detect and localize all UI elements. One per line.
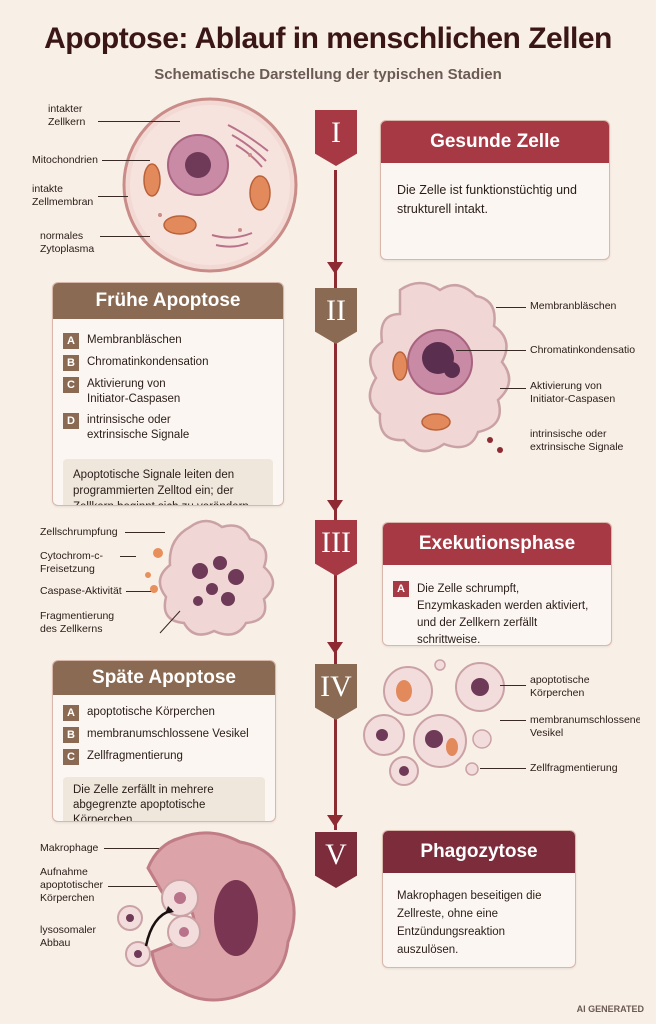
leader-line	[100, 236, 150, 237]
item-text: intrinsische oder extrinsische Signale	[87, 413, 207, 443]
card-text: Die Zelle ist funktionstüchtig und struk…	[381, 163, 609, 237]
list-item: C Zellfragmentierung	[63, 749, 265, 765]
leader-line	[496, 307, 526, 308]
leader-line	[120, 556, 136, 557]
card-title: Exekutionsphase	[383, 523, 611, 565]
leader-line	[98, 121, 180, 122]
leader-line	[500, 388, 526, 389]
leader-line	[500, 685, 526, 686]
ai-generated-watermark: AI GENERATED	[577, 1004, 644, 1014]
label-blebs: Membranbläschen	[530, 300, 630, 313]
label-caspases: Aktivierung von Initiator-Caspasen	[530, 380, 630, 406]
item-text: Chromatinkondensation	[87, 355, 208, 370]
leader-line	[500, 720, 526, 721]
label-chromatin: Chromatinkondensatio	[530, 344, 635, 357]
arrow-icon	[327, 262, 343, 274]
list-item: A Membranbläschen	[63, 333, 273, 349]
card-early-apoptosis: Frühe Apoptose A Membranbläschen B Chromat…	[52, 282, 284, 506]
stage-badge-4: IV	[315, 664, 357, 720]
card-text: Makrophagen beseitigen die Zellreste, oh…	[383, 873, 575, 968]
healthy-cell-illustration	[120, 95, 300, 275]
item-letter: B	[63, 727, 79, 743]
card-title: Frühe Apoptose	[53, 283, 283, 319]
item-text: Zellfragmentierung	[87, 749, 183, 764]
label-mitochondria: Mitochondrien	[32, 154, 112, 167]
stage-badge-3: III	[315, 520, 357, 576]
list-item: C Aktivierung von Initiator-Caspasen	[63, 377, 273, 407]
list-item: B Chromatinkondensation	[63, 355, 273, 371]
label-intact-nucleus: intakter Zellkern	[48, 103, 118, 129]
item-letter: A	[63, 705, 79, 721]
card-execution-phase: Exekutionsphase A Die Zelle schrumpft, En…	[382, 522, 612, 646]
leader-line	[98, 196, 128, 197]
label-intact-membrane: intakte Zellmembran	[32, 183, 94, 209]
stage-badge-2: II	[315, 288, 357, 344]
label-caspase-activity: Caspase-Aktivität	[40, 585, 140, 598]
item-letter: C	[63, 749, 79, 765]
item-letter: A	[63, 333, 79, 349]
stage-badge-1: I	[315, 110, 357, 166]
item-letter: C	[63, 377, 79, 393]
item-text: Membranbläschen	[87, 333, 182, 348]
label-signals: intrinsische oder extrinsische Signale	[530, 428, 630, 454]
label-fragmentation: Zellfragmentierung	[530, 762, 630, 775]
early-apoptosis-illustration	[360, 270, 520, 470]
leader-line	[480, 768, 526, 769]
item-letter: B	[63, 355, 79, 371]
stage-badge-5: V	[315, 832, 357, 888]
leader-line	[102, 160, 150, 161]
item-text: apoptotische Körperchen	[87, 705, 215, 720]
macrophage-illustration	[110, 828, 300, 1008]
card-note: Die Zelle zerfällt in mehrere abgegrenzt…	[63, 777, 265, 822]
arrow-icon	[327, 815, 343, 827]
label-cytoplasm: normales Zytoplasma	[40, 230, 110, 256]
card-title: Phagozytose	[383, 831, 575, 873]
label-cytochrome: Cytochrom-c-Freisetzung	[40, 550, 130, 576]
label-vesicles: membranumschlossene Vesikel	[530, 714, 640, 740]
item-text: membranumschlossene Vesikel	[87, 727, 249, 742]
arrow-icon	[327, 642, 343, 654]
item-text: Aktivierung von Initiator-Caspasen	[87, 377, 207, 407]
card-phagocytosis: Phagozytose Makrophagen beseitigen die Z…	[382, 830, 576, 968]
page-subtitle: Schematische Darstellung der typischen S…	[0, 66, 656, 83]
card-healthy-cell: Gesunde Zelle Die Zelle ist funktionstüc…	[380, 120, 610, 260]
label-apoptotic-bodies: apoptotische Körperchen	[530, 674, 630, 700]
list-item: A Die Zelle schrumpft, Enzymkaskaden werd…	[393, 581, 601, 646]
item-letter: D	[63, 413, 79, 429]
label-nuclear-fragmentation: Fragmentierung des Zellkerns	[40, 610, 130, 636]
item-text: Die Zelle schrumpft, Enzymkaskaden werde…	[417, 581, 601, 646]
card-title: Späte Apoptose	[53, 661, 275, 695]
page-title: Apoptose: Ablauf in menschlichen Zellen	[0, 22, 656, 56]
leader-line	[456, 350, 526, 351]
card-note: Apoptotische Signale leiten den programm…	[63, 459, 273, 506]
card-title: Gesunde Zelle	[381, 121, 609, 163]
execution-phase-illustration	[140, 515, 290, 645]
label-lysosomal-degradation: lysosomaler Abbau	[40, 924, 110, 950]
arrow-icon	[327, 500, 343, 512]
apoptotic-bodies-illustration	[360, 655, 520, 785]
item-letter: A	[393, 581, 409, 597]
